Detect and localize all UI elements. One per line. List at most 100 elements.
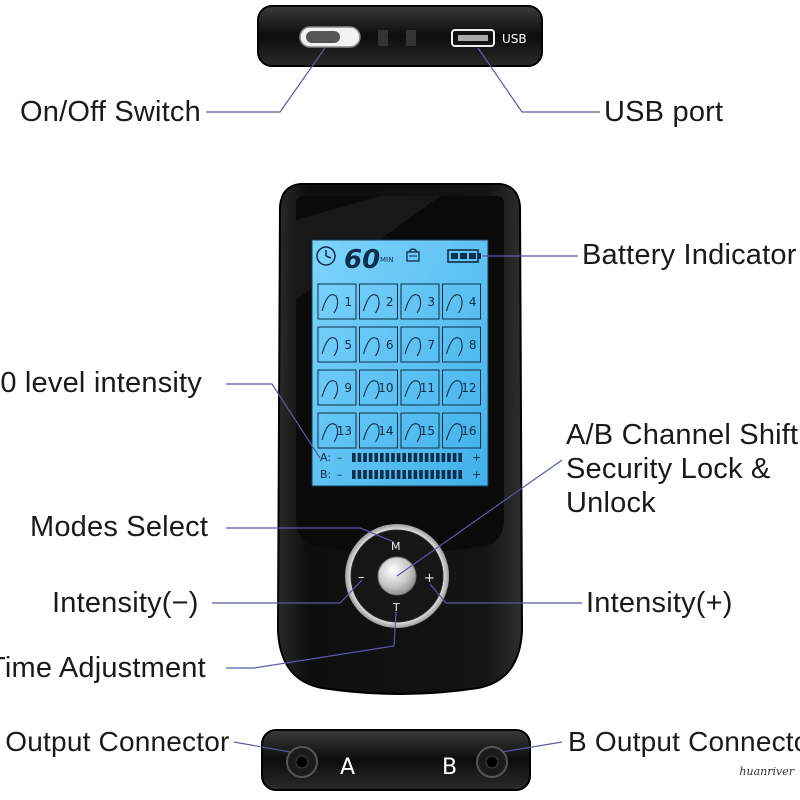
output-a-label: A Output Connector: [0, 726, 230, 757]
intensity-minus-button[interactable]: –: [358, 570, 365, 585]
intensity-segment: [402, 470, 406, 479]
mode-number: 11: [420, 381, 435, 395]
mode-tile: 7: [400, 326, 440, 363]
mode-number: 5: [344, 338, 352, 352]
intensity-segment: [380, 470, 384, 479]
battery-indicator-label: Battery Indicator: [582, 239, 797, 271]
output-b-leader: [501, 741, 563, 753]
body-area-icon: [321, 380, 339, 400]
intensity-segment: [391, 453, 395, 462]
intensity-segment: [419, 453, 423, 462]
svg-text:+: +: [472, 468, 481, 481]
usb-port[interactable]: [451, 29, 495, 47]
time-leader: [226, 611, 397, 669]
intensity-segment: [402, 453, 406, 462]
intensity-segment: [430, 453, 434, 462]
mode-tile: 9: [317, 369, 357, 406]
mode-number: 16: [461, 424, 476, 438]
intensity-segment: [363, 470, 367, 479]
mode-tile: 2: [359, 283, 398, 320]
svg-text:–: –: [337, 451, 343, 464]
svg-text:+: +: [472, 451, 481, 464]
mode-tile: 11: [400, 369, 440, 406]
intensity-segment: [408, 453, 412, 462]
mode-tile: 8: [442, 326, 481, 363]
intensity-segment: [430, 470, 434, 479]
mode-number: 8: [469, 338, 477, 352]
intensity-segment: [385, 470, 390, 479]
port-a-label: A: [340, 755, 355, 780]
intensity-segment: [408, 470, 412, 479]
mode-number: 3: [427, 295, 435, 309]
mode-number: 2: [386, 295, 394, 309]
output-a-leader: [233, 741, 291, 753]
mode-number: 6: [386, 338, 394, 352]
mode-number: 9: [344, 381, 352, 395]
top-edge-view: USB: [257, 5, 543, 67]
body-area-icon: [321, 337, 339, 357]
timer-value: 60: [344, 245, 380, 275]
intensity-segment: [447, 470, 451, 479]
mode-number: 13: [337, 424, 352, 438]
timer-unit: MIN: [380, 256, 393, 264]
mode-number: 15: [420, 424, 435, 438]
mode-number: 10: [378, 381, 393, 395]
intensity-segment: [352, 470, 356, 479]
body-area-icon: [321, 423, 339, 443]
intensity-segment: [374, 453, 378, 462]
intensity-minus-label: Intensity(−): [52, 587, 199, 619]
channel-b-row: B: – +: [320, 468, 481, 481]
usb-label: USB: [502, 32, 527, 46]
time-button[interactable]: T: [392, 601, 400, 614]
svg-text:A:: A:: [320, 451, 331, 464]
body-area-icon: [404, 423, 422, 443]
modes-select-leader: [226, 527, 395, 543]
on-off-leader: [206, 47, 326, 113]
intensity-plus-leader: [429, 583, 582, 604]
body-area-icon: [445, 294, 463, 314]
channel-shift-leader: [396, 459, 563, 577]
body-area-icon: [445, 380, 463, 400]
intensity-segment: [368, 470, 373, 479]
usb-leader: [477, 47, 600, 113]
leader-lines: [206, 47, 600, 753]
time-adjustment-label: Time Adjustment: [0, 652, 206, 684]
intensity-segment: [424, 453, 429, 462]
mode-number: 7: [427, 338, 435, 352]
intensity-segment: [368, 453, 373, 462]
clock-icon: [316, 246, 336, 266]
lock-icon: [406, 248, 420, 262]
body-area-icon: [321, 294, 339, 314]
mode-number: 1: [344, 295, 352, 309]
mode-button[interactable]: M: [391, 540, 401, 553]
intensity-plus-button[interactable]: +: [424, 571, 435, 586]
intensity-segment: [352, 453, 356, 462]
intensity-segment: [419, 470, 423, 479]
intensity-segment: [452, 470, 457, 479]
intensity-segment: [385, 453, 390, 462]
usb-port-label: USB port: [604, 96, 724, 128]
intensity-levels-label: 20 level intensity: [0, 367, 202, 399]
intensity-segment: [357, 453, 362, 462]
intensity-segment: [374, 470, 378, 479]
intensity-segment: [458, 453, 462, 462]
mode-tile: 15: [400, 412, 440, 449]
intensity-leader: [226, 383, 321, 459]
channel-shift-label-3: Unlock: [566, 487, 656, 519]
mode-number: 14: [378, 424, 393, 438]
body-area-icon: [445, 337, 463, 357]
intensity-segment: [436, 470, 440, 479]
body-area-icon: [362, 294, 380, 314]
body-area-icon: [404, 337, 422, 357]
intensity-segment: [413, 453, 418, 462]
intensity-plus-label: Intensity(+): [586, 587, 733, 619]
channel-shift-label-2: Security Lock &: [566, 453, 771, 485]
intensity-segment: [458, 470, 462, 479]
mode-tile: 10: [359, 369, 398, 406]
body-area-icon: [445, 423, 463, 443]
mode-tile: 5: [317, 326, 357, 363]
